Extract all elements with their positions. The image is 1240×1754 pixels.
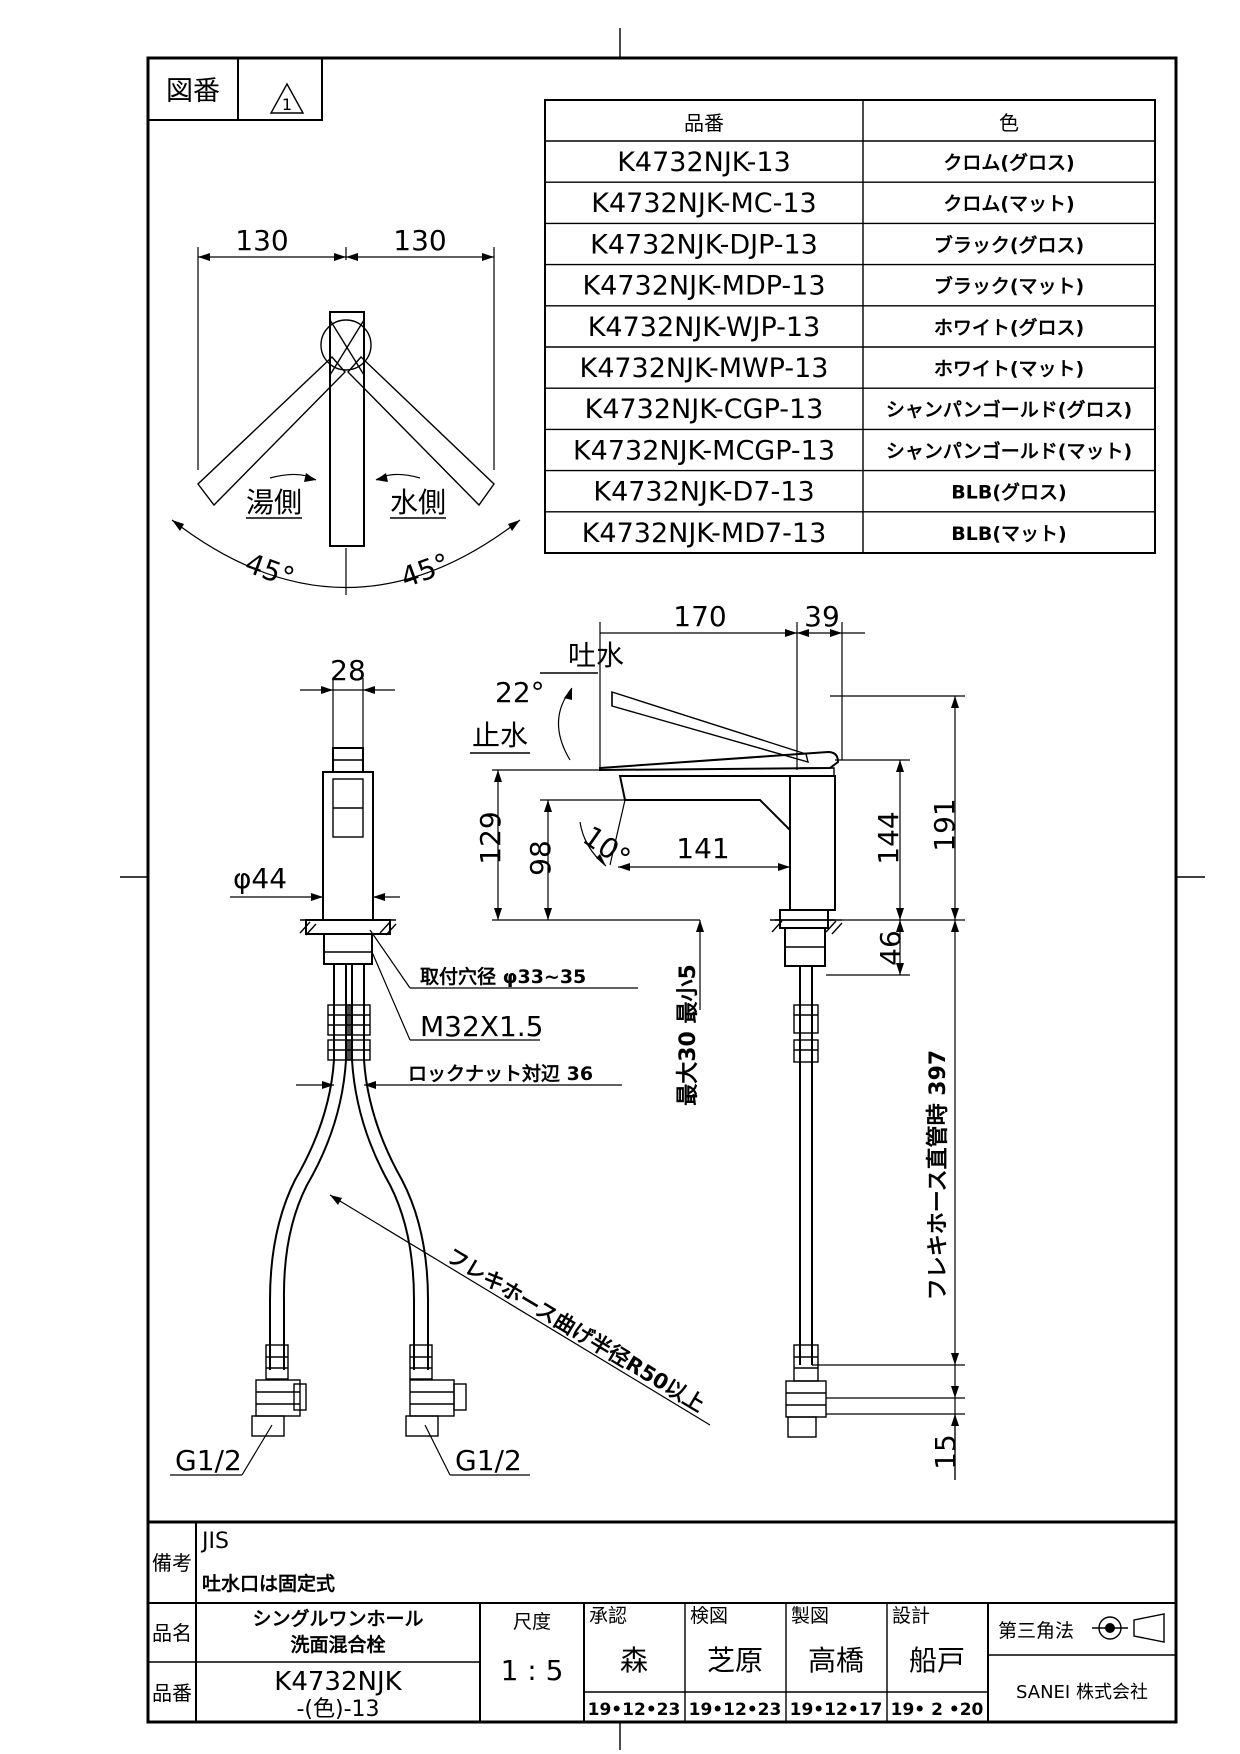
table-row-model: K4732NJK-MDP-13 [582, 271, 825, 302]
designed-label: 設計 [892, 1605, 930, 1627]
checked-date: 19•12•23 [689, 1700, 782, 1720]
remark-jis: JIS [200, 1529, 229, 1554]
counter-thickness-label: 最大30 最小5 [676, 964, 701, 1106]
spout-open-label: 吐水 [568, 639, 624, 672]
table-row-color: ホワイト(グロス) [934, 316, 1084, 339]
table-row-model: K4732NJK-MWP-13 [580, 353, 829, 384]
locknut-label: ロックナット対辺 36 [408, 1062, 593, 1085]
table-row-color: ブラック(グロス) [934, 233, 1084, 256]
hot-side-label: 湯側 [246, 486, 302, 519]
model-line1: K4732NJK [274, 1667, 402, 1697]
table-header-color: 色 [999, 111, 1019, 135]
checked-name: 芝原 [707, 1644, 763, 1677]
dim-130-left: 130 [235, 224, 288, 257]
model-label: 品番 [152, 1681, 192, 1705]
revision-triangle-icon [269, 82, 305, 114]
remarks-label: 備考 [152, 1551, 192, 1575]
approved-name: 森 [620, 1644, 648, 1677]
drawn-label: 製図 [791, 1605, 829, 1627]
inlet-thread-left: G1/2 [175, 1444, 242, 1477]
spout-close-label: 止水 [472, 719, 528, 752]
designed-name: 船戸 [909, 1644, 965, 1677]
dim-170: 170 [673, 600, 726, 633]
dim-46: 46 [874, 930, 907, 966]
table-row-color: シャンパンゴールド(マット) [886, 439, 1132, 462]
dim-130-right: 130 [393, 224, 446, 257]
mount-hole-label: 取付穴径 φ33~35 [420, 965, 586, 988]
dim-129: 129 [474, 811, 507, 864]
product-name-line2: 洗面混合栓 [290, 1633, 385, 1656]
table-rows: K4732NJK-13 クロム(グロス) K4732NJK-MC-13 クロム(マット… [545, 147, 1155, 549]
table-row-color: クロム(グロス) [943, 151, 1074, 174]
drawn-name: 高橋 [808, 1644, 864, 1677]
bend-radius-label: フレキホース曲げ半径R50以上 [442, 1244, 708, 1417]
model-line2: -(色)-13 [296, 1697, 379, 1722]
hose-length-label: フレキホース直管時 397 [925, 1050, 951, 1300]
table-row-color: BLB(グロス) [951, 481, 1066, 504]
dim-28: 28 [330, 654, 366, 687]
centering-marks [120, 28, 1205, 1750]
table-row-model: K4732NJK-MCGP-13 [573, 435, 835, 466]
drawn-date: 19•12•17 [790, 1700, 883, 1720]
table-row-color: クロム(マット) [943, 193, 1074, 215]
drawing-number-box: 図番 1 [147, 57, 323, 121]
dim-144: 144 [872, 811, 905, 864]
projection-label: 第三角法 [998, 1620, 1074, 1642]
drawing-number-label: 図番 [166, 76, 220, 107]
side-view: 170 39 [470, 600, 965, 1480]
angle-22: 22° [495, 676, 545, 709]
table-row-color: ブラック(マット) [934, 275, 1084, 298]
approved-date: 19•12•23 [588, 1700, 681, 1720]
table-row-color: BLB(マット) [951, 523, 1066, 545]
dim-98: 98 [524, 840, 557, 876]
dim-diameter-44: φ44 [233, 862, 287, 895]
table-row-model: K4732NJK-WJP-13 [588, 312, 821, 343]
table-row-model: K4732NJK-MC-13 [591, 188, 816, 219]
table-row-model: K4732NJK-13 [617, 147, 791, 178]
handle-top-outline [329, 311, 365, 547]
color-table: 品番 色 K4732NJK-13 クロム(グロス) K4732NJK-MC-13 クロ… [544, 99, 1156, 554]
scale-value: 1 : 5 [501, 1654, 564, 1687]
cold-side-label: 水側 [390, 486, 446, 519]
table-row-model: K4732NJK-D7-13 [593, 477, 814, 508]
table-row-model: K4732NJK-MD7-13 [582, 518, 827, 549]
table-row-color: シャンパンゴールド(グロス) [886, 398, 1132, 421]
inlet-fitting-left [251, 1344, 307, 1437]
scale-label: 尺度 [513, 1611, 551, 1633]
approved-label: 承認 [589, 1605, 627, 1627]
inlet-fitting-right [405, 1344, 467, 1437]
table-row-color: ホワイト(マット) [934, 358, 1084, 380]
dim-141: 141 [676, 832, 729, 865]
thread-label: M32X1.5 [420, 1010, 544, 1043]
dim-15: 15 [929, 1434, 962, 1470]
title-block: 備考 JIS 吐水口は固定式 品名 シングルワンホール 洗面混合栓 品番 K47… [148, 1520, 1176, 1722]
table-row-model: K4732NJK-DJP-13 [590, 229, 818, 260]
dim-39: 39 [804, 600, 840, 633]
designed-date: 19• 2 •20 [891, 1700, 984, 1720]
product-name-line1: シングルワンホール [252, 1607, 423, 1630]
remark-fixed-spout: 吐水口は固定式 [202, 1572, 335, 1595]
angle-45-right: 45° [396, 546, 454, 594]
sheet-frame [146, 56, 1178, 1724]
checked-label: 検図 [690, 1605, 728, 1627]
third-angle-projection-icon [1092, 1613, 1165, 1643]
top-view: 130 130 45° 45° 湯側 水側 [171, 224, 521, 595]
table-row-model: K4732NJK-CGP-13 [585, 394, 824, 425]
angle-45-left: 45° [241, 546, 299, 594]
inlet-thread-right: G1/2 [455, 1444, 522, 1477]
dim-191: 191 [928, 798, 961, 851]
front-view: 28 φ44 [170, 654, 711, 1477]
table-header-model: 品番 [684, 111, 724, 135]
company-name: SANEI 株式会社 [1016, 1682, 1148, 1703]
revision-number: 1 [282, 95, 292, 114]
name-label: 品名 [152, 1621, 192, 1645]
